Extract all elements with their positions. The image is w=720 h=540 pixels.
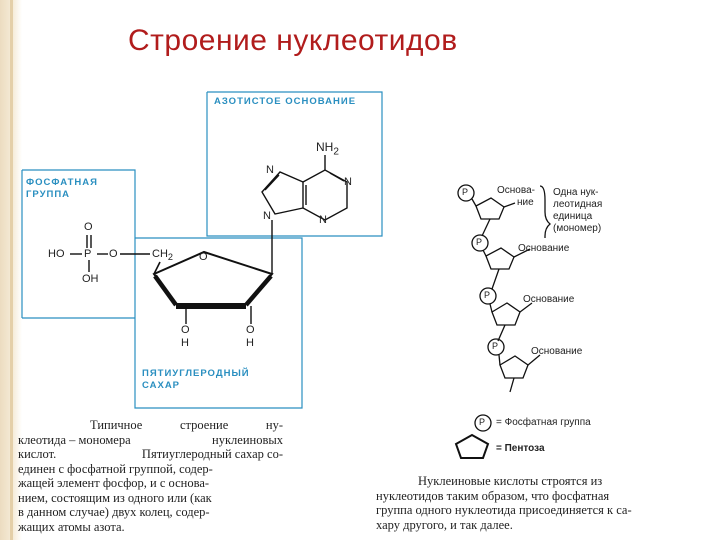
left-caption-line: в данном случае) двух колец, содер-	[18, 505, 210, 519]
monomer-line1: Одна нук-	[553, 187, 599, 198]
phosphate-label-line1: ФОСФАТНАЯ	[26, 177, 98, 188]
left-caption-line: Типичное строение ну-	[18, 418, 283, 433]
atom-h-2prime: H	[181, 337, 189, 349]
chain-p-2: P	[476, 237, 483, 247]
left-caption-word: ну-	[265, 418, 283, 432]
atom-ch2-text: CH	[152, 248, 168, 260]
base-label: АЗОТИСТОЕ ОСНОВАНИЕ	[214, 96, 357, 107]
left-caption-line: кислот. Пятиуглеродный сахар со-	[18, 447, 283, 462]
atom-p: P	[84, 248, 92, 260]
legend-p: P	[479, 417, 486, 427]
atom-n3: N	[319, 214, 327, 226]
atom-ch2: CH2	[152, 248, 173, 262]
atom-o-3prime: O	[246, 324, 255, 336]
sugar-label-line2: САХАР	[142, 380, 181, 391]
right-caption-line: нуклеотидов таким образом, что фосфатная	[376, 488, 610, 503]
atom-o-2prime: O	[181, 324, 190, 336]
left-caption: Типичное строение ну- клеотида – мономера н…	[18, 418, 283, 534]
atom-o-ring: O	[199, 251, 208, 263]
right-caption-line: группа одного нуклеотида присоединяется …	[376, 503, 632, 517]
atom-n9: N	[263, 210, 271, 222]
monomer-line3: единица	[553, 211, 593, 222]
atom-nh2-text: NH	[316, 140, 334, 154]
chain-p-3: P	[484, 290, 491, 300]
atom-n7: N	[266, 164, 274, 176]
adenine-rings	[261, 155, 348, 274]
left-caption-line: единен с фосфатной группой, содер-	[18, 461, 213, 476]
left-caption-word: строение	[179, 418, 229, 432]
right-caption-line: хару другого, и так далее.	[376, 517, 513, 532]
left-caption-line: нием, состоящим из одного или (как	[18, 490, 212, 505]
atom-n1: N	[344, 176, 352, 188]
sugar-frame	[134, 237, 303, 409]
monomer-line2: леотидная	[553, 199, 603, 210]
monomer-line4: (мономер)	[553, 223, 602, 234]
legend-pentose-text: = Пентоза	[496, 443, 545, 454]
slide-title: Строение нуклеотидов	[128, 24, 458, 57]
left-caption-word: Типичное	[90, 418, 143, 432]
atom-o-double: O	[84, 221, 93, 233]
sugar-label-line1: ПЯТИУГЛЕРОДНЫЙ	[142, 368, 250, 379]
left-caption-word: клеотида – мономера	[18, 432, 131, 447]
osnova-line2: ние	[517, 197, 534, 208]
base-label-2: Основание	[518, 243, 570, 254]
phosphate-bonds	[70, 235, 150, 272]
atom-oh: OH	[82, 273, 99, 285]
phosphate-label-line2: ГРУППА	[26, 189, 71, 200]
atom-nh2: NH2	[316, 140, 339, 157]
chain-p-1: P	[462, 187, 469, 197]
base-label-3: Основание	[523, 294, 575, 305]
right-caption: Нуклеиновые кислоты строятся из нуклеоти…	[376, 474, 714, 532]
atom-ch2-sub: 2	[167, 252, 173, 263]
chain-p-4: P	[492, 341, 499, 351]
atom-o-bridge: O	[109, 248, 118, 260]
left-caption-word: Пятиуглеродный сахар со-	[141, 447, 283, 461]
left-caption-word: кислот.	[18, 447, 57, 461]
atom-ho: HO	[48, 248, 65, 260]
left-caption-line: жащих атомы азота.	[18, 519, 125, 534]
base-frame	[206, 91, 383, 237]
left-caption-word: нуклеиновых	[212, 432, 283, 447]
left-caption-line: жащей элемент фосфор, и с основа-	[18, 476, 210, 490]
slide-edge-strip	[10, 0, 13, 540]
nucleotide-chain	[454, 184, 552, 459]
atom-nh2-sub: 2	[333, 146, 339, 158]
left-caption-line: клеотида – мономера нуклеиновых	[18, 433, 283, 448]
legend-phosphate-text: = Фосфатная группа	[496, 417, 591, 428]
pentose-ring	[152, 250, 274, 324]
phosphate-frame	[22, 169, 136, 238]
atom-h-3prime: H	[246, 337, 254, 349]
slide-edge-decoration	[0, 0, 22, 540]
right-caption-line: Нуклеиновые кислоты строятся из	[418, 474, 603, 488]
base-label-4: Основание	[531, 346, 583, 357]
osnova-line1: Основа-	[497, 185, 535, 196]
